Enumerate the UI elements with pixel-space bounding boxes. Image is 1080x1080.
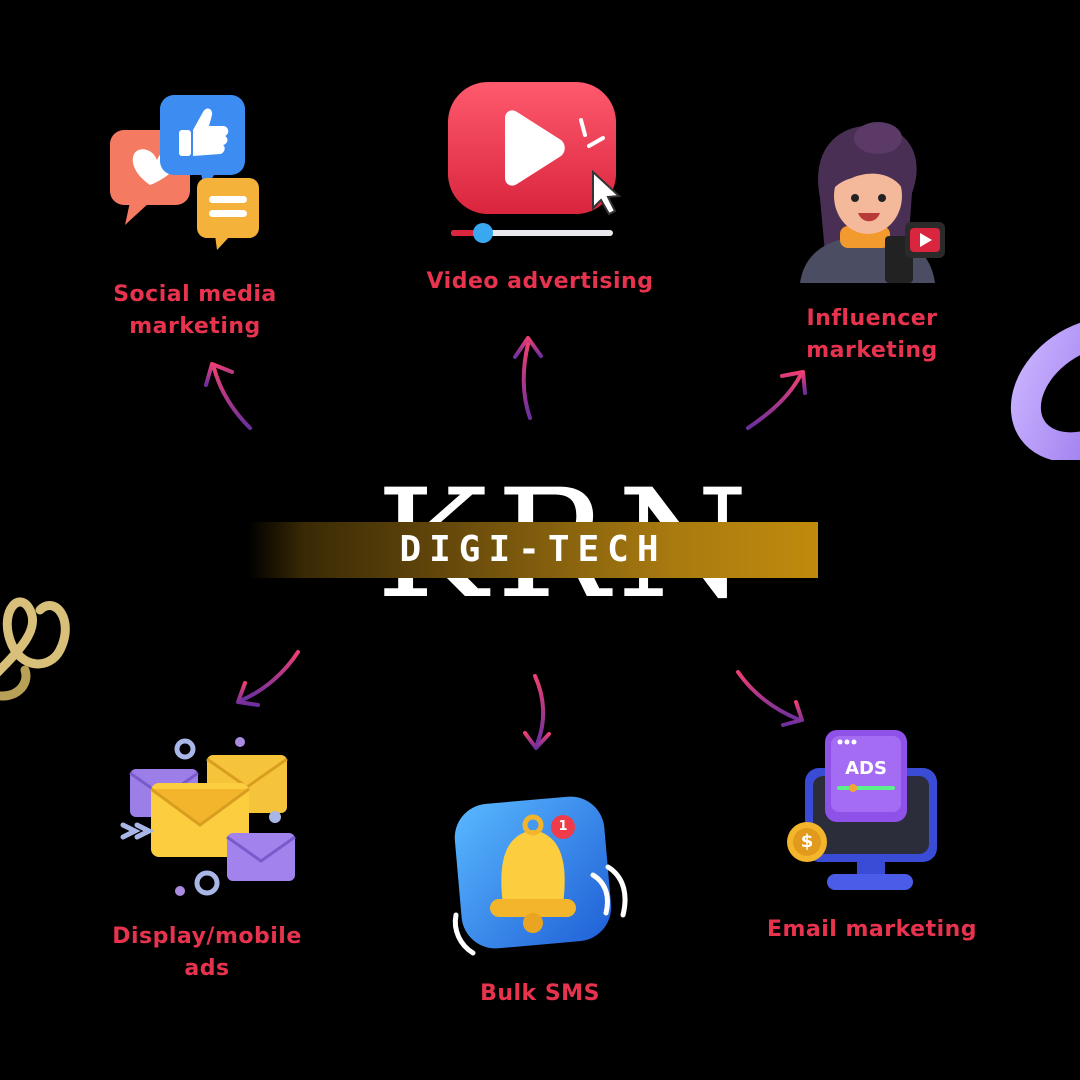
label-email-marketing: Email marketing bbox=[766, 917, 978, 942]
logo-gold-band bbox=[248, 522, 818, 578]
purple-ring-decoration bbox=[1010, 320, 1080, 460]
coin-dollar-icon: $ bbox=[800, 831, 814, 852]
label-social-media-marketing: Social media marketing bbox=[113, 282, 277, 339]
ads-screen-text: ADS bbox=[845, 758, 887, 779]
logo-letters-bottom: KRN bbox=[376, 578, 756, 620]
label-bulk-sms: Bulk SMS bbox=[480, 981, 600, 1006]
influencer-avatar-icon bbox=[800, 122, 945, 283]
email-marketing-icon-wrap: ADS $ bbox=[785, 728, 945, 896]
social-media-icon bbox=[110, 95, 259, 250]
label-display-mobile-ads: Display/mobile ads bbox=[112, 924, 302, 981]
notification-count-badge: 1 bbox=[558, 819, 568, 834]
arrow-to-display bbox=[236, 650, 300, 707]
video-play-icon bbox=[448, 82, 622, 243]
envelopes-icon bbox=[120, 737, 296, 896]
arrow-to-email bbox=[736, 670, 804, 727]
label-influencer-marketing: Influencer marketing bbox=[806, 306, 938, 363]
arrow-to-influencer bbox=[746, 370, 807, 430]
arrow-to-video bbox=[513, 336, 543, 420]
notification-bell-icon bbox=[452, 796, 628, 956]
arrow-to-social bbox=[204, 362, 252, 430]
logo-tagline: DIGI-TECH bbox=[399, 529, 667, 570]
bulk-sms-icon-wrap: 1 bbox=[448, 795, 628, 960]
label-video-advertising: Video advertising bbox=[426, 269, 654, 294]
ads-monitor-icon bbox=[787, 730, 937, 890]
arrow-to-sms bbox=[523, 674, 551, 750]
gold-spring-decoration bbox=[0, 597, 70, 701]
